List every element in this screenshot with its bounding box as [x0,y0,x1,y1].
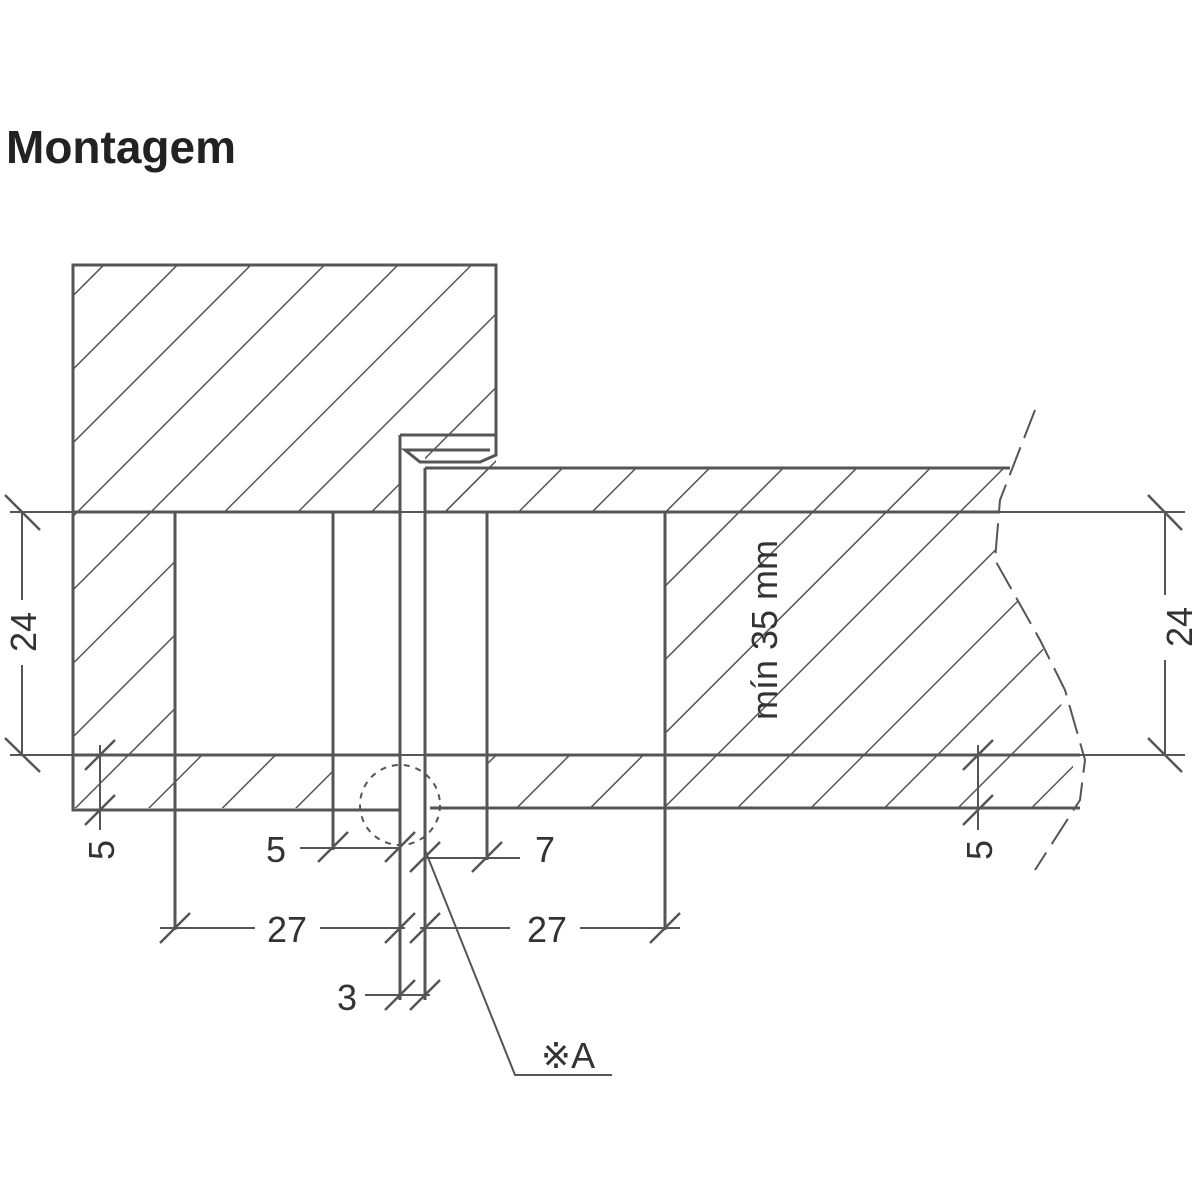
dim-pin-width: 3 [337,977,357,1018]
page-title: Montagem [6,121,236,173]
detail-circle [359,764,441,846]
dim-right-height: 24 [1159,607,1200,647]
dim-left-depth: 27 [267,909,307,950]
dim-min-thickness: mín 35 mm [744,540,785,720]
dim-left-bottom: 5 [81,840,122,860]
dim-right-depth: 27 [527,909,567,950]
dim-mid-left-gap: 5 [266,829,286,870]
dim-right-bottom: 5 [959,840,1000,860]
hatched-sections [73,265,1075,835]
dimension-lines [4,494,1185,1076]
hinge-pin [359,433,498,1000]
detail-leader [424,849,612,1076]
detail-label: ※A [541,1035,595,1076]
dim-mid-right-gap: 7 [535,829,555,870]
dim-left-height: 24 [3,612,44,652]
